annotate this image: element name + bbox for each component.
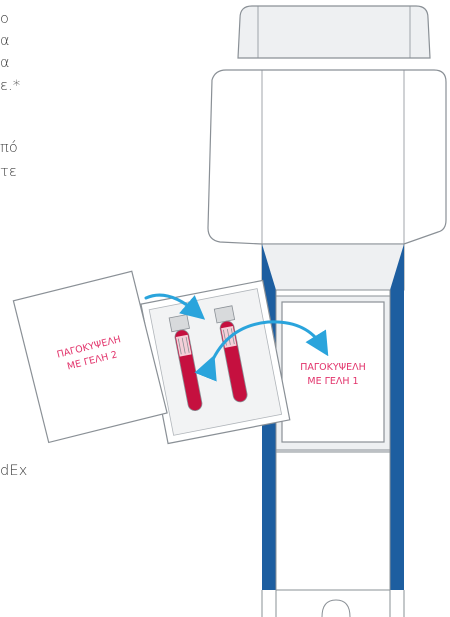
box-top-panel — [207, 69, 447, 245]
ice-pack-1-label-line2: ΜΕ ΓΕΛΗ 1 — [307, 376, 358, 387]
text-fragment-2: α — [0, 33, 10, 49]
text-fragment-5: πό — [0, 140, 19, 156]
tube-sleeve — [140, 279, 291, 445]
text-fragment-3: α — [0, 55, 10, 71]
shipping-box — [207, 5, 447, 617]
text-fragment-7: dEx — [0, 463, 28, 479]
arrow-pack2-to-sleeve — [144, 293, 206, 320]
box-thumb-notch — [321, 599, 351, 617]
ice-pack-2: ΠΑΓΟΚΥΨΕΛΗ ΜΕ ΓΕΛΗ 2 — [12, 270, 168, 444]
arrow-sleeve-to-box — [194, 320, 329, 382]
box-middle-band — [261, 243, 405, 291]
box-side-right — [390, 244, 404, 590]
box-lid-flap — [237, 5, 431, 59]
text-fragment-4: ε.* — [0, 78, 21, 94]
text-fragment-6: τε — [0, 164, 17, 180]
ice-pack-1-label-line1: ΠΑΓΟΚΥΨΕΛΗ — [300, 362, 366, 373]
text-fragment-1: ο — [0, 11, 10, 27]
